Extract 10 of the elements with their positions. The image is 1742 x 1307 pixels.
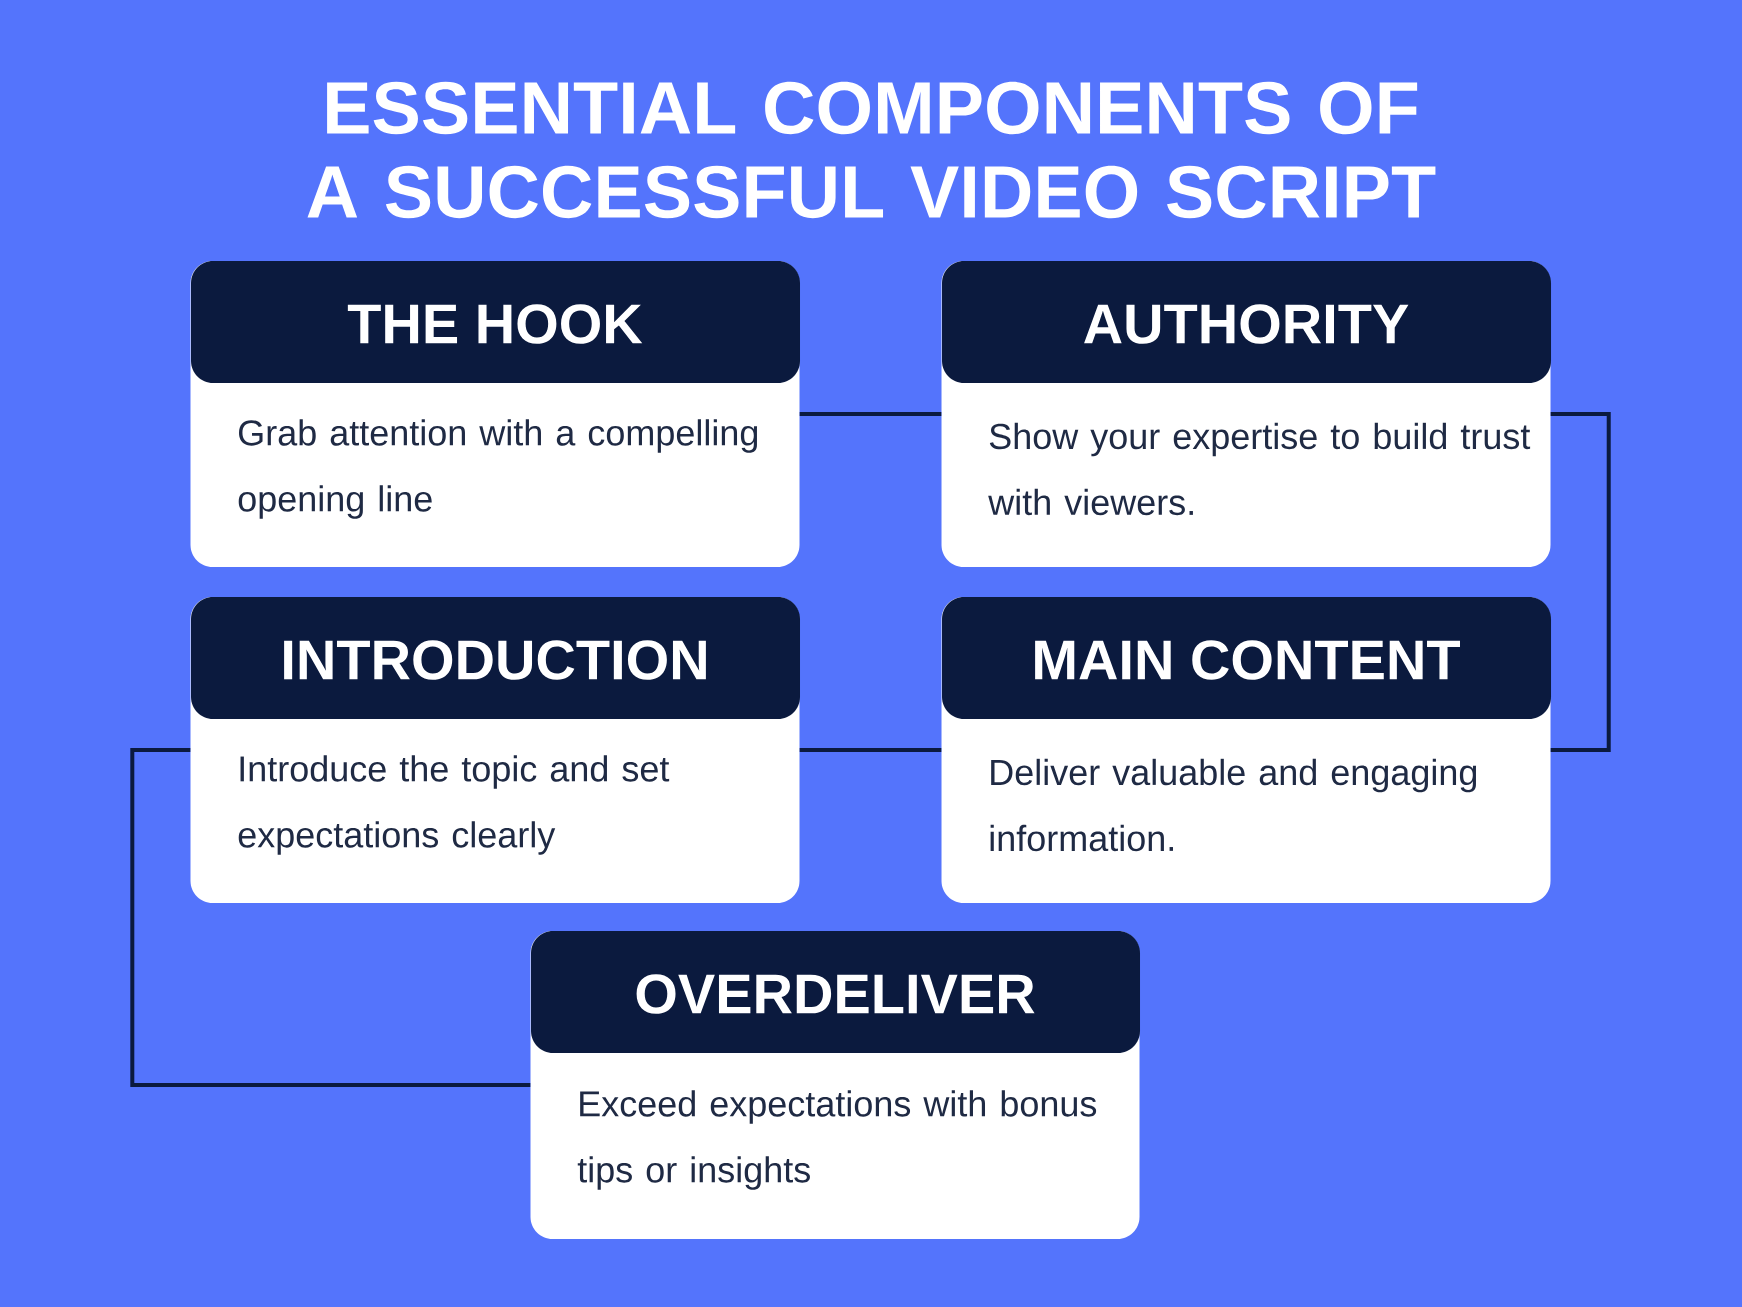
- connector-line: [799, 412, 942, 416]
- card: THE HOOK Grab attention with a compelling opening line: [190, 261, 800, 567]
- connector-line: [130, 748, 531, 1087]
- connector-line: [1550, 412, 1611, 752]
- connector-line: [799, 748, 942, 752]
- title: ESSENTIAL COMPONENTS OF A SUCCESSFUL VIDEO SCRIPT: [307, 81, 1436, 219]
- card: AUTHORITY Show your expertise to build trust with viewers.: [941, 261, 1551, 567]
- card: MAIN CONTENT Deliver valuable and engaging information.: [941, 597, 1551, 903]
- card: INTRODUCTION Introduce the topic and set expectations clearly: [190, 597, 800, 903]
- card: OVERDELIVER Exceed expectations with bonus tips or insights: [530, 931, 1140, 1239]
